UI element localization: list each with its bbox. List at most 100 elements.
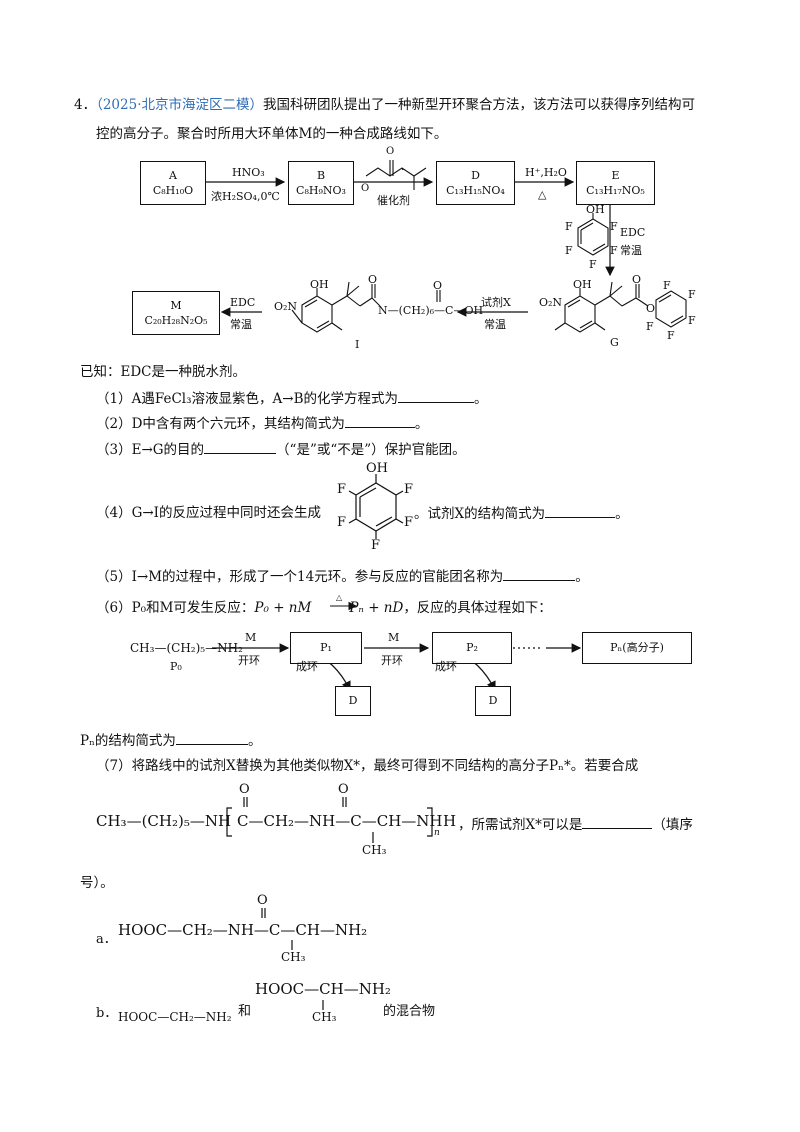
pfp-F2: F [610,220,618,233]
option-a-O: O [257,893,268,908]
compound-D-box: D C₁₃H₁₅NO₄ [436,161,515,205]
q5-end: 。 [575,569,589,585]
q4-text: （4）G→I的反应过程中同时还会生成 [96,505,322,521]
q4-F3: F [337,515,347,530]
option-b-formula1: HOOC—CH₂—NH₂ [118,1010,232,1024]
q3-line: （3）E→G的目的 （“是”或“不是”）保护官能团。 [96,439,466,460]
question-stem-line1: 4．（2025·北京市海淀区二模）我国科研团队提出了一种新型开环聚合方法，该方法… [74,95,695,115]
compound-A-name: A [169,169,177,182]
q1-text: （1）A遇FeCl₃溶液显紫色，A→B的化学方程式为 [96,391,398,407]
q4-answer-blank[interactable] [545,503,616,518]
G-F2: F [688,288,696,301]
label-IM-bottom: 常温 [230,318,252,331]
question-intro-1: 我国科研团队提出了一种新型开环聚合方法，该方法可以获得序列结构可 [263,97,695,113]
pfp-F3: F [565,244,573,257]
q2-end: 。 [414,416,429,432]
q4-end: 。 [615,506,629,522]
question-source: （2025·北京市海淀区二模） [96,97,263,113]
compound-M-name: M [170,299,182,312]
G-ester-O: O [646,302,656,315]
compound-A-formula: C₈H₁₀O [152,184,194,197]
q6-M1: M [245,631,257,644]
q6-answer-end: 。 [247,733,262,749]
q6-eq-right: Pₙ + nD [349,600,404,616]
q6-D2-box: D [475,686,511,716]
label-GI-bottom: 常温 [484,318,506,331]
label-AB-bottom: 浓H₂SO₄,0℃ [211,190,280,203]
reagent-ester-carbonyl-O: O [386,146,395,157]
q5-line: （5）I→M的过程中，形成了一个14元环。参与反应的官能团名称为。 [96,566,589,587]
reagent-ester-O: O [361,183,370,194]
label-IM-top: EDC [230,296,256,309]
label-DE-bottom: △ [538,188,547,201]
q4-F1: F [337,482,347,497]
compound-A-box: A C₈H₁₀O [140,161,206,205]
question-intro-2: 控的高分子。聚合时所用大环单体M的一种合成路线如下。 [96,126,448,142]
q6-answer-blank[interactable] [175,730,248,745]
option-b-label[interactable]: b． [96,1006,118,1021]
I-chain: N—(CH₂)₆—C—OH [378,304,484,317]
compound-E-name: E [611,169,620,182]
pfp-F1: F [565,220,573,233]
option-a-CH3: CH₃ [281,950,306,964]
q2-answer-blank[interactable] [344,413,415,428]
q4-F2: F [404,482,414,497]
q7-answer-blank[interactable] [582,814,653,829]
G-F3: F [688,314,696,327]
q6-ring2: 成环 [435,660,457,673]
option-b-and: 和 [238,1004,252,1019]
option-a-label[interactable]: a． [96,932,117,947]
q6-answer-text: Pₙ的结构简式为 [80,733,176,749]
G-label: G [610,336,619,349]
compound-D-name: D [471,169,480,182]
q7-line3: 号）。 [80,875,114,891]
q3-answer-blank[interactable] [204,439,277,454]
pfp-F4: F [610,244,618,257]
q4-line-rest: 。试剂X的结构简式为。 [414,503,629,524]
I-carbonyl-O: O [368,273,378,286]
pfp-OH: OH [586,203,605,216]
q7-poly-CH3: CH₃ [362,843,387,857]
q6-text-post: ，反应的具体过程如下： [403,600,552,616]
q6-p0-formula: CH₃—(CH₂)₅—NH₂ [130,641,243,655]
G-F5: F [646,320,654,333]
I-label: I [355,338,360,351]
q7-after: ，所需试剂X*可以是 [458,817,583,833]
option-b-CH3: CH₃ [312,1010,337,1024]
G-OH: OH [573,278,592,291]
q6-open2: 开环 [381,654,403,667]
q7-poly-O1: O [239,782,250,797]
compound-B-name: B [316,169,326,182]
q3-end: （“是”或“不是”）保护官能团。 [276,442,466,458]
q4-F4: F [404,515,414,530]
pfp-F5: F [589,258,597,271]
q4-F5: F [371,538,381,553]
q2-line: （2）D中含有两个六元环，其结构简式为。 [96,413,428,434]
q6-P1-box: P₁ [290,632,362,664]
q6-open1: 开环 [238,654,260,667]
q6-M2: M [388,631,400,644]
I-acid-O: O [433,279,443,292]
compound-B-formula: C₈H₉NO₃ [296,184,346,197]
q7-poly-inner: C—CH₂—NH—C—CH—NH [237,812,443,830]
q7-line1: （7）将路线中的试剂X替换为其他类似物X*，最终可得到不同结构的高分子Pₙ*。若… [96,758,639,774]
q7-tail: （填序 [652,817,693,833]
label-EG-top: EDC [620,226,646,239]
G-F1: F [663,279,671,292]
q7-line2-rest: ，所需试剂X*可以是 （填序 [458,814,693,835]
option-b-suffix: 的混合物 [383,1004,436,1019]
q7-poly-tail: H [443,812,457,830]
q3-text: （3）E→G的目的 [96,442,205,458]
q1-line: （1）A遇FeCl₃溶液显紫色，A→B的化学方程式为。 [96,388,488,409]
q6-answer-line: Pₙ的结构简式为 。 [80,730,261,751]
q6-ring1: 成环 [296,660,318,673]
label-DE-top: H⁺,H₂O [525,166,567,179]
G-carbonyl-O: O [632,273,642,286]
q1-answer-blank[interactable] [398,388,474,403]
q6-p0-label: P₀ [170,660,182,673]
q5-answer-blank[interactable] [503,566,576,581]
compound-B-box: B C₈H₉NO₃ [288,161,354,205]
q6-Pn-box: Pₙ(高分子) [582,632,692,664]
